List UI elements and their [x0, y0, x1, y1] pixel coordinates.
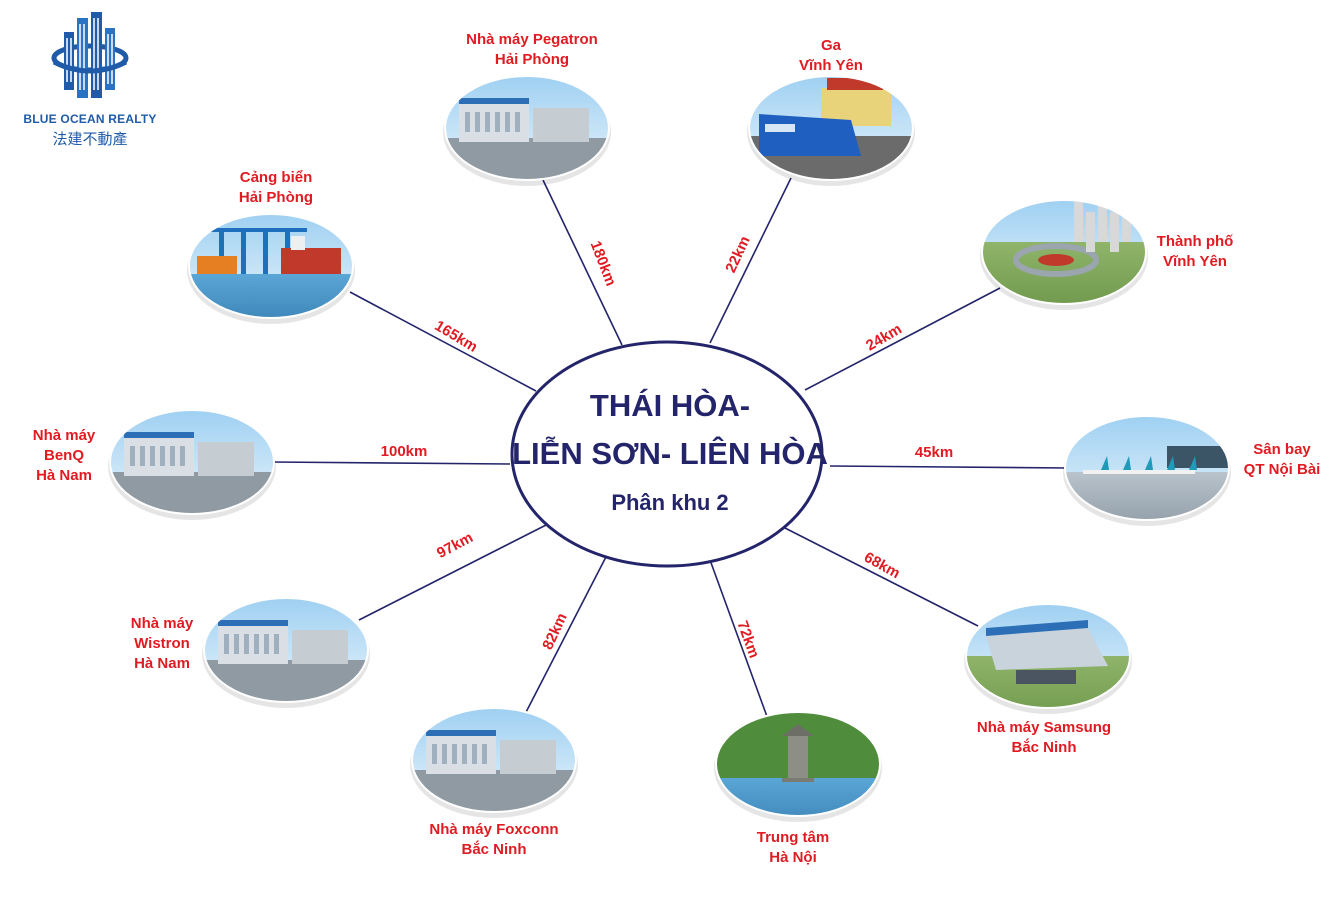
label-line: BenQ — [43, 447, 84, 464]
destination-ha-noi — [714, 711, 882, 822]
center-title-line2: LIỄN SƠN- LIÊN HÒA — [512, 436, 828, 471]
label-line: Nhà máy — [130, 615, 194, 632]
label-line: Nhà máy — [32, 427, 96, 444]
center-subtitle: Phân khu 2 — [611, 490, 729, 515]
label-line: Trung tâm — [756, 829, 830, 846]
label-line: Nhà máy Samsung — [976, 719, 1112, 736]
connector-pegatron — [542, 179, 623, 346]
label-line: Hải Phòng — [494, 51, 570, 68]
label-line: Hà Nội — [769, 849, 817, 866]
label-noi-bai: Sân bay QT Nội Bài — [1192, 440, 1342, 480]
factory-building-icon — [445, 76, 609, 180]
destination-tp-vinh-yen — [980, 199, 1148, 310]
brand-subtitle: 法建不動產 — [52, 130, 128, 148]
distance-noi-bai: 45km — [914, 444, 954, 461]
label-line: Nhà máy Pegatron — [466, 31, 598, 48]
label-line: Wistron — [134, 635, 190, 652]
destination-wistron — [202, 597, 370, 708]
city-roundabout-icon — [982, 200, 1146, 304]
label-line: Vĩnh Yên — [799, 57, 863, 74]
label-line: Nhà máy Foxconn — [429, 821, 559, 838]
label-line: Hà Nam — [134, 655, 190, 672]
destination-pegatron — [443, 75, 611, 186]
connector-tp-vinh-yen — [804, 287, 1001, 391]
center-title-line1: THÁI HÒA- — [589, 388, 751, 423]
label-line: Hà Nam — [36, 467, 92, 484]
destination-foxconn — [410, 707, 578, 818]
connector-noi-bai — [829, 465, 1069, 469]
connector-samsung — [784, 527, 979, 627]
center-ellipse — [510, 340, 824, 568]
label-line: Ga — [820, 37, 841, 54]
label-line: Thành phố — [1156, 233, 1234, 250]
label-line: Vĩnh Yên — [1163, 253, 1227, 270]
label-line: Bắc Ninh — [461, 841, 527, 858]
connector-benq — [271, 461, 511, 465]
label-line: Cảng biển — [239, 169, 313, 186]
airport-planes-icon — [1065, 416, 1229, 520]
connector-ga-vinh-yen — [709, 177, 792, 344]
seaport-cranes-icon — [189, 214, 353, 318]
connector-foxconn — [522, 552, 609, 719]
label-ha-noi: Trung tâm Hà Nội — [703, 828, 883, 868]
factory-building-icon — [204, 598, 368, 702]
destination-noi-bai — [1063, 415, 1231, 526]
brand-name: BLUE OCEAN REALTY — [23, 112, 157, 126]
label-line: Sân bay — [1253, 441, 1311, 458]
destination-ga-vinh-yen — [747, 75, 915, 186]
train-station-icon — [749, 76, 913, 180]
city-buildings-globe-icon — [51, 12, 129, 98]
connector-ha-noi — [709, 559, 770, 723]
label-line: Hải Phòng — [238, 189, 314, 206]
connector-wistron — [358, 522, 551, 621]
label-line: QT Nội Bài — [1243, 461, 1321, 478]
label-line: Bắc Ninh — [1011, 739, 1077, 756]
connector-cang-hai-phong — [349, 291, 537, 392]
destination-cang-hai-phong — [187, 213, 355, 324]
distance-benq: 100km — [380, 443, 428, 460]
turtle-tower-icon — [716, 712, 880, 816]
destination-samsung — [964, 603, 1132, 714]
